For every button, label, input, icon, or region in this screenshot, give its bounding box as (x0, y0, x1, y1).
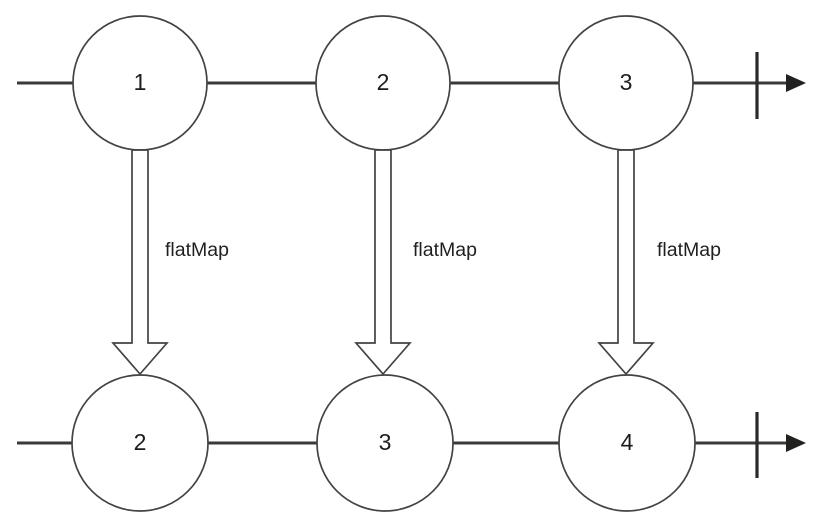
marble-circle (316, 374, 454, 512)
block-arrow-down-icon (111, 149, 169, 376)
result-stream: 2 3 4 (17, 374, 806, 512)
block-arrow-down-icon (354, 149, 412, 376)
marble-value-label: 1 (134, 69, 147, 95)
flatmap-arrow-3[interactable] (597, 149, 655, 376)
source-marble-1[interactable]: 1 (72, 15, 208, 151)
flatmap-transform-arrows: flatMap flatMap flatMap (111, 149, 721, 376)
marble-value-label: 4 (621, 429, 634, 455)
marble-value-label: 3 (379, 429, 392, 455)
flatmap-arrow-1[interactable] (111, 149, 169, 376)
source-stream-arrowhead (786, 74, 806, 92)
result-stream-arrowhead (786, 434, 806, 452)
marble-value-label: 3 (620, 69, 633, 95)
marble-value-label: 2 (134, 429, 147, 455)
result-marble-2[interactable]: 3 (316, 374, 454, 512)
source-stream: 1 2 3 (17, 15, 806, 151)
result-marble-1[interactable]: 2 (71, 374, 209, 512)
flatmap-label-1: flatMap (165, 239, 229, 261)
source-marble-2[interactable]: 2 (315, 15, 451, 151)
block-arrow-down-icon (597, 149, 655, 376)
marble-circle (71, 374, 209, 512)
flatmap-label-2: flatMap (413, 239, 477, 261)
marble-circle (558, 374, 696, 512)
marble-value-label: 2 (377, 69, 390, 95)
flatmap-label-3: flatMap (657, 239, 721, 261)
flatmap-arrow-2[interactable] (354, 149, 412, 376)
source-marble-3[interactable]: 3 (558, 15, 694, 151)
result-marble-3[interactable]: 4 (558, 374, 696, 512)
